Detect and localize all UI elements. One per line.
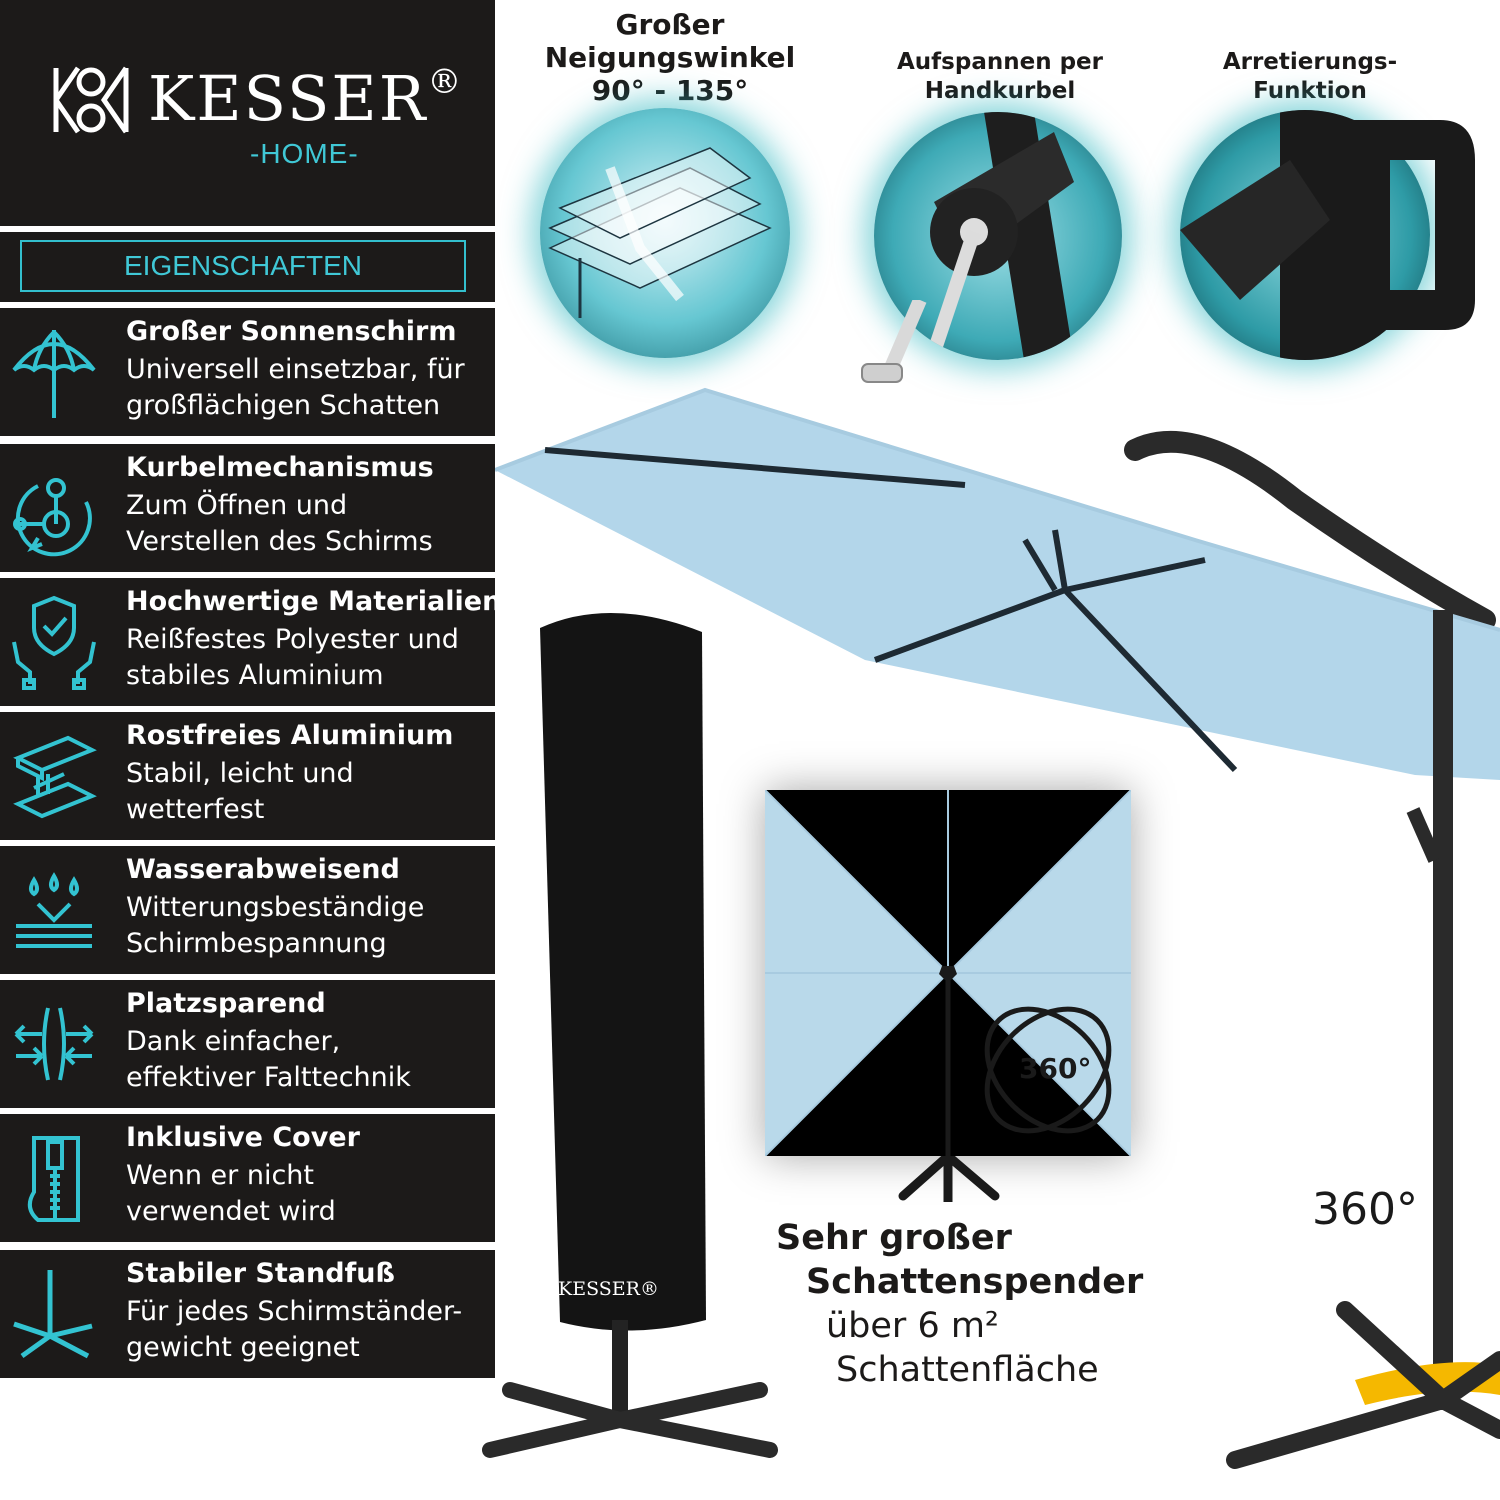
umbrella-cover-photo [482, 612, 778, 1458]
feature-title: Hochwertige Materialien [126, 586, 502, 617]
feature-description: Dank einfacher, effektiver Falttechnik [126, 1026, 411, 1093]
feature-item: Stabiler Standfuß Für jedes Schirmstände… [0, 1250, 495, 1378]
cover-logo: KESSER® [558, 1278, 659, 1300]
feature-title: Inklusive Cover [126, 1122, 360, 1153]
feature-description: Witterungsbeständige Schirmbespannung [126, 892, 425, 959]
feature-description: Universell einsetzbar, für großflächigen… [126, 354, 465, 421]
feature-item: Großer Sonnenschirm Universell einsetzba… [0, 308, 495, 436]
shield-hands-icon [12, 595, 96, 690]
top-view-base-graphic [898, 1156, 1000, 1202]
caption-line-4: Schattenfläche [836, 1350, 1099, 1390]
tilt-angle-image [540, 108, 790, 358]
feature-title: Rostfreies Aluminium [126, 720, 454, 751]
compress-arrows-icon [14, 1007, 94, 1081]
feature-description: Wenn er nicht verwendet wird [126, 1160, 336, 1227]
umbrella-photo [495, 387, 1500, 1469]
feature-title: Kurbelmechanismus [126, 452, 434, 483]
brand-monogram-icon [53, 66, 129, 134]
umbrella-icon [12, 330, 96, 418]
feature-item: Kurbelmechanismus Zum Öffnen und Verstel… [0, 444, 495, 572]
water-drops-icon [16, 872, 92, 948]
tilted-canopy-graphic [548, 147, 772, 318]
crank-icon [13, 478, 92, 557]
caption-line-1: Sehr großer [776, 1218, 1012, 1258]
feature-title: Platzsparend [126, 988, 326, 1019]
rotation-badge: 360° [1019, 1052, 1092, 1085]
feature-item: Rostfreies Aluminium Stabil, leicht und … [0, 712, 495, 840]
crank-mechanism-graphic [927, 112, 1074, 360]
cross-base-icon [13, 1270, 93, 1359]
feature-title: Großer Sonnenschirm [126, 316, 457, 347]
feature-title: Wasserabweisend [126, 854, 400, 885]
canopy-seams [764, 789, 1132, 1157]
caption-line-3: über 6 m² [826, 1306, 999, 1346]
feature-item: Inklusive Cover Wenn er nicht verwendet … [0, 1114, 495, 1242]
feature-sidebar: KESSER® -HOME- EIGENSCHAFTEN Großer Sonn… [0, 0, 501, 1500]
steel-beam-icon [13, 735, 97, 819]
lock-grip-graphic [1350, 120, 1475, 330]
tilt-angle-label: Großer Neigungswinkel 90° - 135° [544, 8, 796, 107]
feature-description: Reißfestes Polyester und stabiles Alumin… [126, 624, 459, 691]
feature-description: Stabil, leicht und wetterfest [126, 758, 354, 825]
rotation-label: 360° [1312, 1184, 1418, 1235]
caption-line-2: Schattenspender [806, 1262, 1144, 1302]
lock-function-label: Arretierungs- Funktion [1222, 49, 1398, 104]
canopy-top-view: 360° [764, 789, 1132, 1157]
zipper-cover-icon [27, 1136, 80, 1222]
brand-subtitle: -HOME- [250, 138, 359, 169]
feature-description: Für jedes Schirmständer- gewicht geeigne… [126, 1296, 463, 1363]
hand-crank-label: Aufspannen per Handkurbel [897, 49, 1103, 104]
feature-description: Zum Öffnen und Verstellen des Schirms [126, 490, 433, 557]
section-heading: EIGENSCHAFTEN [20, 240, 466, 292]
feature-item: Platzsparend Dank einfacher, effektiver … [0, 980, 495, 1108]
section-heading-panel: EIGENSCHAFTEN [0, 232, 495, 302]
feature-item: Wasserabweisend Witterungsbeständige Sch… [0, 846, 495, 974]
brand-name: KESSER® [148, 62, 464, 135]
feature-item: Hochwertige Materialien Reißfestes Polye… [0, 578, 501, 706]
brand-logo-panel: KESSER® -HOME- [0, 0, 495, 226]
feature-title: Stabiler Standfuß [126, 1258, 395, 1289]
crank-handle-graphic [861, 300, 927, 383]
